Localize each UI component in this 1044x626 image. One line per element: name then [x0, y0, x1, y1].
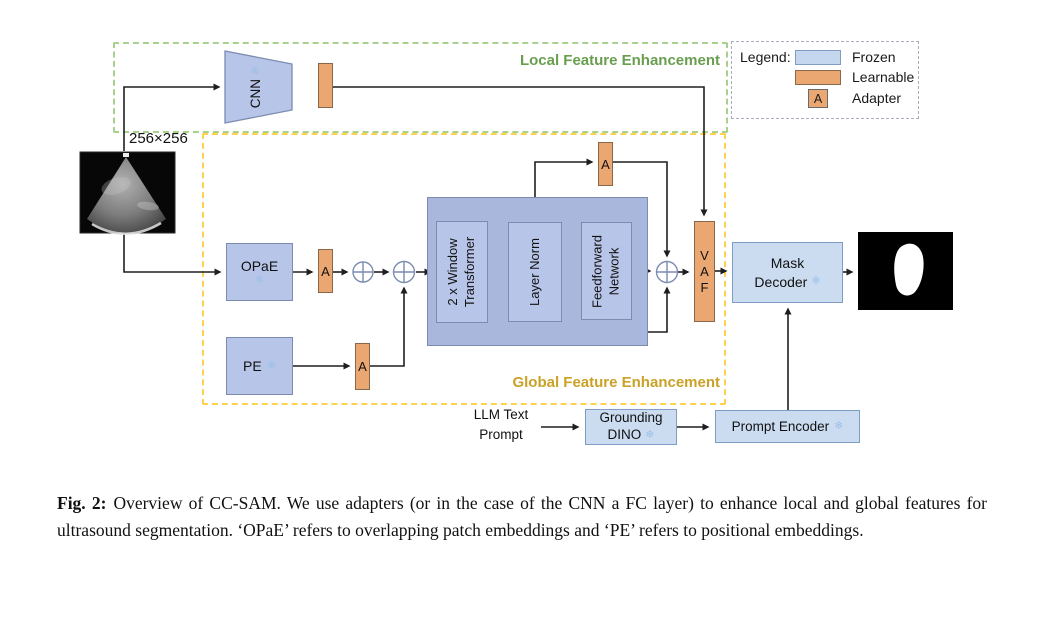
mask-decoder-line1: Mask: [770, 255, 805, 272]
mask-decoder-node: Mask Decoder ❄: [732, 242, 843, 303]
legend-panel: Legend: Frozen Learnable A Adapter: [731, 41, 919, 119]
legend-swatch-adapter: A: [808, 89, 828, 108]
sum-node-2: [392, 260, 416, 284]
opae-label: OPaE: [240, 258, 279, 274]
grounding-dino-node: Grounding DINO ❄: [585, 409, 677, 445]
adapter-letter: A: [358, 359, 367, 374]
local-feature-region-box: [113, 42, 728, 133]
arrow-input-to-opae: [123, 233, 222, 276]
figure-caption-label: Fig. 2:: [57, 492, 107, 513]
adapter-above-transformer: A: [598, 142, 613, 186]
figure-caption-text: Overview of CC-SAM. We use adapters (or …: [57, 492, 987, 540]
vaf-letter: F: [700, 280, 709, 295]
window-transformer-node: [436, 221, 488, 323]
cnn-label: CNN: [248, 78, 264, 109]
arrow-cnn-fc-to-vaf: [333, 86, 708, 217]
snowflake-icon: ❄: [645, 428, 655, 441]
prompt-encoder-label: Prompt Encoder: [731, 419, 830, 434]
grounding-dino-line2: DINO: [607, 427, 642, 442]
layer-norm-node: [508, 222, 562, 322]
adapter-after-opae: A: [318, 249, 333, 293]
arrow-adapter-to-sum2-bottom: [370, 286, 408, 367]
legend-swatch-learnable: [795, 70, 841, 85]
cnn-trapezoid: [224, 50, 293, 124]
vaf-node: V A F: [694, 221, 715, 322]
llm-prompt-line1: LLM Text: [473, 407, 529, 423]
llm-text-prompt: LLM Text Prompt: [459, 404, 543, 446]
snowflake-icon: ❄: [811, 275, 821, 288]
snowflake-icon: ❄: [266, 359, 276, 372]
legend-swatch-frozen: [795, 50, 841, 65]
input-ultrasound-image: [79, 151, 176, 235]
feedforward-node: [581, 222, 632, 320]
vaf-letter: A: [700, 264, 709, 279]
cnn-node-label: CNN ❄: [234, 55, 278, 119]
adapter-letter: A: [601, 156, 610, 172]
cnn-fc-layer-bar: [318, 63, 333, 108]
vaf-letter: V: [700, 248, 709, 263]
pe-label: PE: [243, 358, 262, 374]
local-region-label: Local Feature Enhancement: [519, 52, 720, 69]
mask-decoder-line2: Decoder: [754, 273, 808, 290]
output-mask-image: [858, 232, 953, 310]
opae-node: OPaE ❄: [226, 243, 293, 301]
legend-title: Legend:: [740, 49, 791, 65]
figure-caption: Fig. 2:Overview of CC-SAM. We use adapte…: [57, 490, 987, 544]
pe-node: PE ❄: [226, 337, 293, 395]
arrow-input-to-cnn: [123, 83, 221, 151]
layer-norm-label: Layer Norm: [526, 238, 542, 306]
input-size-label: 256×256: [129, 130, 188, 147]
prompt-encoder-node: Prompt Encoder ❄: [715, 410, 860, 443]
window-transformer-label: 2 x Window Transformer: [445, 236, 477, 308]
arrow-adapter-top-to-sum3: [613, 161, 671, 258]
sum-node-3: [655, 260, 679, 284]
snowflake-icon: ❄: [254, 274, 265, 286]
adapter-letter: A: [321, 263, 330, 279]
llm-prompt-line2: Prompt: [479, 427, 523, 442]
adapter-after-pe: A: [355, 343, 370, 390]
legend-label-adapter: Adapter: [852, 90, 902, 106]
snowflake-icon: ❄: [834, 420, 844, 432]
sum-node-1: [352, 261, 374, 283]
feedforward-label: Feedforward Network: [589, 235, 621, 308]
legend-label-frozen: Frozen: [852, 49, 896, 65]
global-region-label: Global Feature Enhancement: [512, 374, 720, 391]
grounding-dino-line1: Grounding: [599, 410, 663, 426]
legend-label-learnable: Learnable: [852, 69, 915, 85]
snowflake-icon: ❄: [249, 65, 262, 75]
